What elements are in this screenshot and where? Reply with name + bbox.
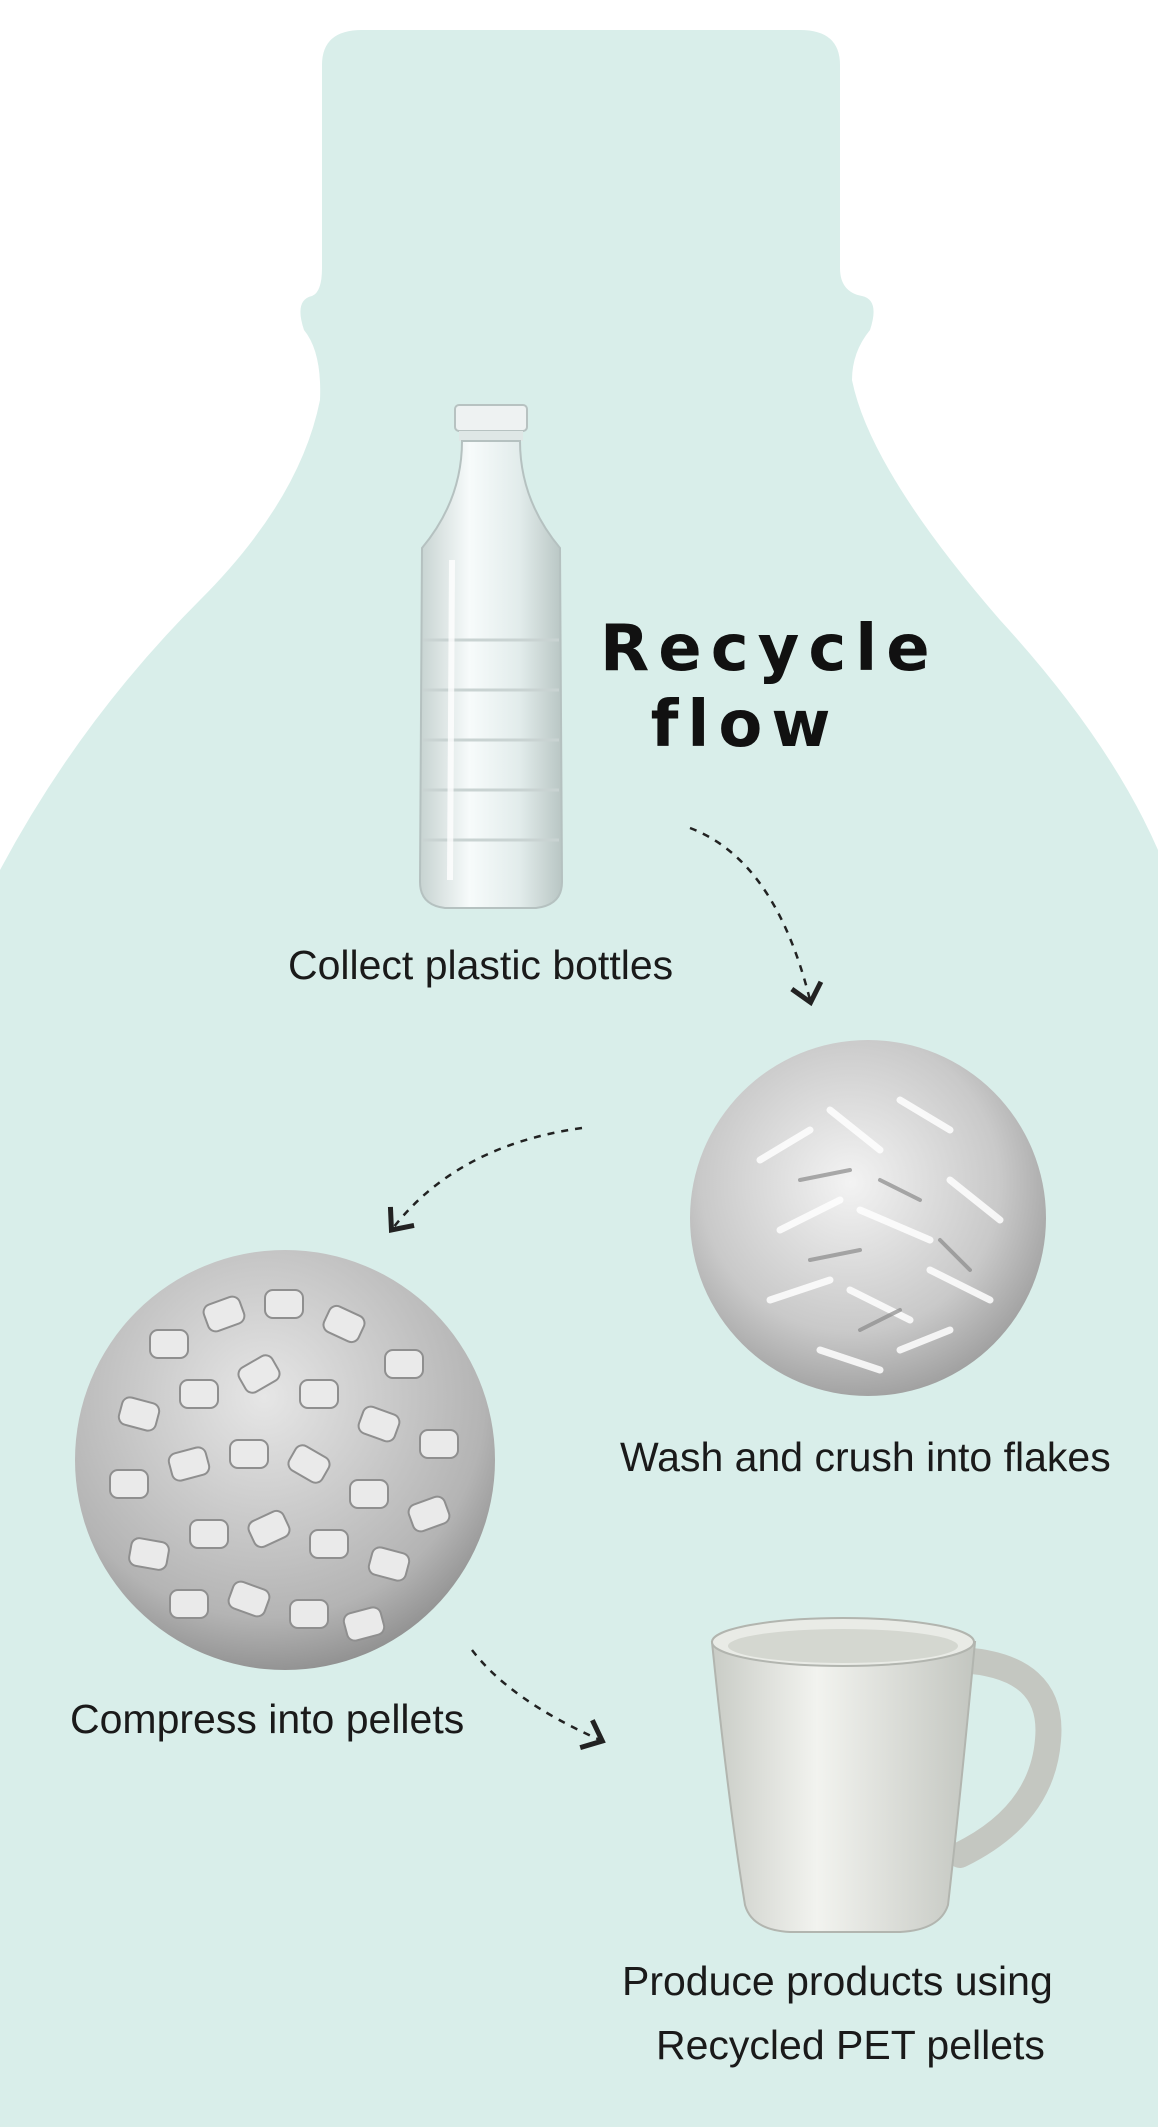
- diagram-title: Recycle flow: [600, 612, 939, 763]
- arrow-compress-to-produce: [471, 1649, 606, 1751]
- step-produce-label-line2: Recycled PET pellets: [656, 2022, 1045, 2068]
- mug-icon: [710, 1617, 1062, 1933]
- title-line-2: flow: [650, 687, 840, 762]
- step-wash-label: Wash and crush into flakes: [620, 1434, 1111, 1480]
- step-collect-label: Collect plastic bottles: [288, 942, 674, 988]
- pet-flakes-icon: [690, 1040, 1046, 1396]
- step-produce-label-line1: Produce products using: [622, 1958, 1053, 2004]
- bottle-shaped-background: [0, 30, 1158, 2127]
- arrow-wash-to-compress: [387, 1126, 583, 1233]
- title-line-1: Recycle: [600, 612, 939, 686]
- pet-pellets-icon: [75, 1250, 495, 1670]
- plastic-bottle-icon: [418, 404, 564, 909]
- step-compress-label: Compress into pellets: [70, 1696, 465, 1742]
- arrow-collect-to-wash: [689, 826, 824, 1007]
